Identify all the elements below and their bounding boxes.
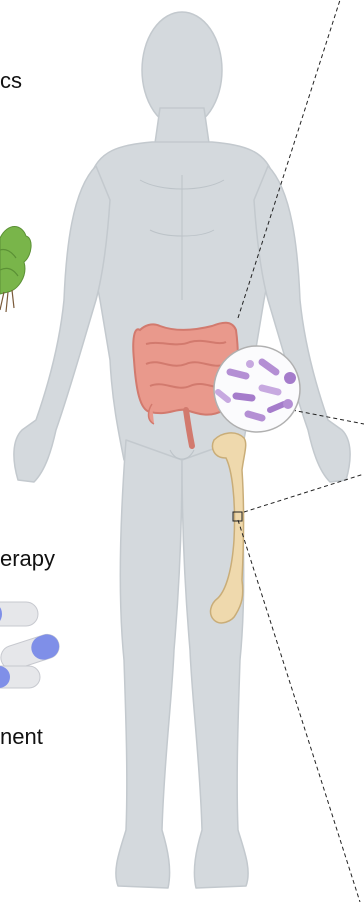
human-body-icon xyxy=(14,12,350,888)
capsule-icon xyxy=(0,602,62,688)
label-bottom-fragment: nent xyxy=(0,726,43,748)
bacteria-magnifier-icon xyxy=(214,346,300,432)
label-top-fragment: cs xyxy=(0,70,22,92)
lettuce-icon xyxy=(0,227,31,313)
label-therapy-fragment: erapy xyxy=(0,548,55,570)
